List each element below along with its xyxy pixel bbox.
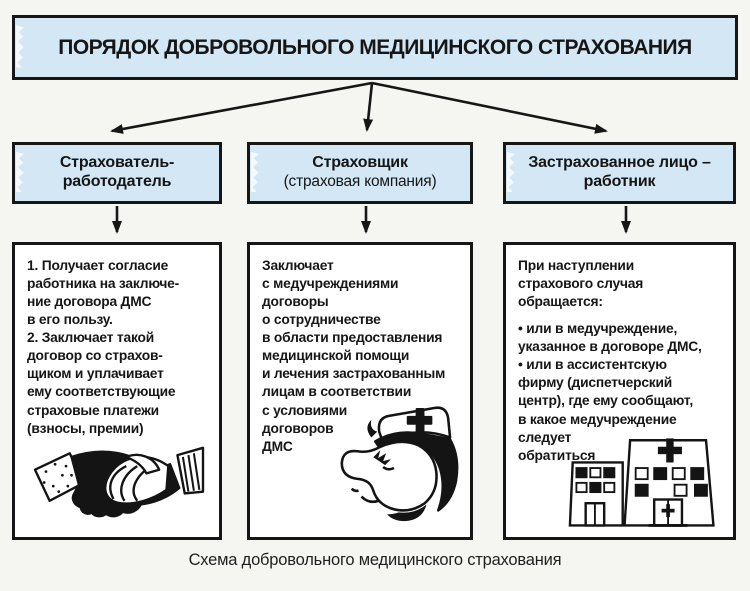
arrow-title-to-insurer xyxy=(363,82,374,132)
title-box: ПОРЯДОК ДОБРОВОЛЬНОГО МЕДИЦИНСКОГО СТРАХ… xyxy=(12,15,738,80)
actor-sublabel-insurance-company: (страховая компания) xyxy=(283,173,437,191)
actor-box-insurer-company: Страховщик (страховая компания) xyxy=(247,142,473,204)
actor-box-insured-employee: Застрахованное лицо – работник xyxy=(503,142,736,204)
arrow-title-to-insurer-employer xyxy=(110,81,373,134)
detail-text-insurer-employer: 1. Получает согласие работника на заключ… xyxy=(27,258,180,436)
diagram-title: ПОРЯДОК ДОБРОВОЛЬНОГО МЕДИЦИНСКОГО СТРАХ… xyxy=(58,35,692,59)
detail-text-insurer: Заключает с медучреждениями договоры о с… xyxy=(262,258,446,454)
actor-label-insurer-employer: Страхователь- работодатель xyxy=(59,154,175,190)
actor-label-insured-employee: Застрахованное лицо – работник xyxy=(528,154,711,190)
detail-bullets-insured: • или в медучреждение, указанное в догов… xyxy=(518,321,702,463)
detail-box-insurer-employer: 1. Получает согласие работника на заключ… xyxy=(12,242,222,540)
detail-box-insurer: Заключает с медучреждениями договоры о с… xyxy=(247,242,473,540)
actor-label-insurer: Страховщик xyxy=(312,154,408,172)
detail-intro-insured: При наступлении страхового случая обраща… xyxy=(518,258,644,310)
detail-box-insured: При наступлении страхового случая обраща… xyxy=(503,242,736,540)
handshake-icon xyxy=(33,446,205,518)
arrow-title-to-insured xyxy=(371,81,608,134)
actor-box-insurer-employer: Страхователь- работодатель xyxy=(12,142,222,204)
figure-caption: Схема добровольного медицинского страхов… xyxy=(188,551,562,569)
